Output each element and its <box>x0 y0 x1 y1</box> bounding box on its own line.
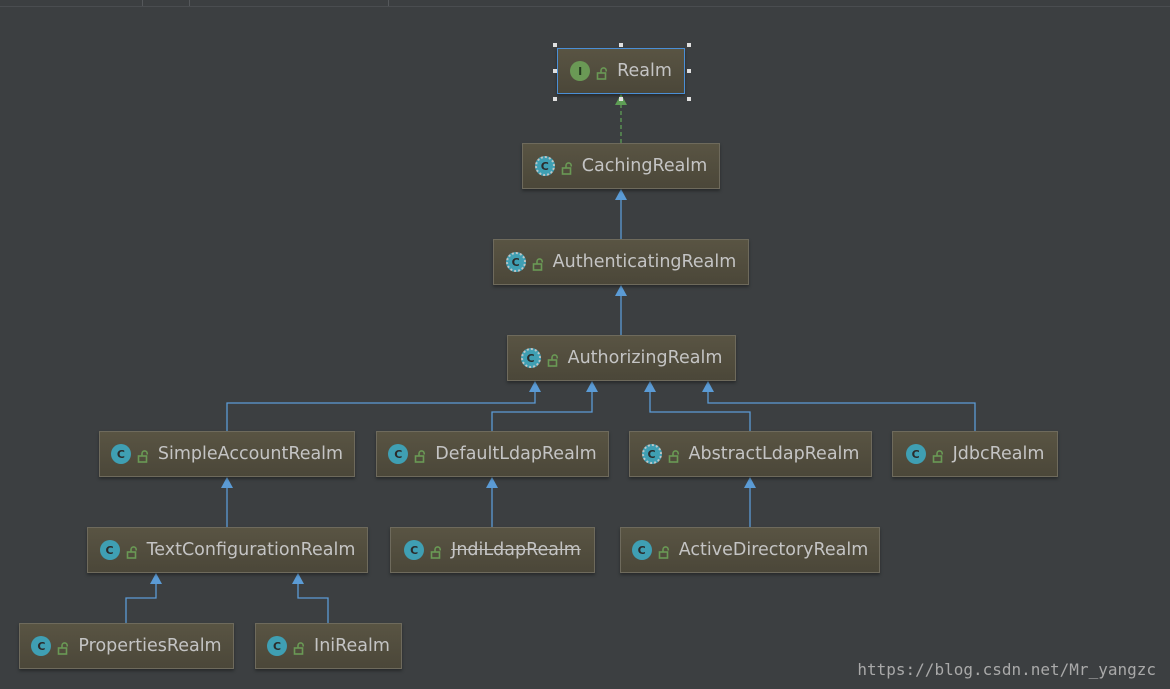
class-c-icon: C <box>631 540 652 560</box>
public-lock-icon <box>532 256 545 271</box>
class-node-jndildap[interactable]: C JndiLdapRealm <box>390 527 595 573</box>
class-name-label: IniRealm <box>314 636 390 656</box>
inheritance-arrowhead <box>744 477 756 488</box>
class-name-label: CachingRealm <box>581 156 708 176</box>
inheritance-arrowhead <box>615 189 627 200</box>
class-node-jdbc[interactable]: C JdbcRealm <box>892 431 1058 477</box>
class-node-properties[interactable]: C PropertiesRealm <box>19 623 234 669</box>
inheritance-arrowhead <box>615 285 627 296</box>
public-lock-icon <box>293 640 306 655</box>
selection-handle[interactable] <box>687 43 691 47</box>
class-name-label: JdbcRealm <box>952 444 1045 464</box>
class-c-icon: C <box>99 540 120 560</box>
edge-line <box>297 583 329 623</box>
class-name-label: SimpleAccountRealm <box>157 444 344 464</box>
selection-handle[interactable] <box>553 69 557 73</box>
edge-authorizing-to-authenticating <box>615 285 627 335</box>
edge-simpleaccount-to-authorizing <box>226 381 541 431</box>
inheritance-arrowhead <box>221 477 233 488</box>
class-node-realm[interactable]: I Realm <box>557 48 685 94</box>
edge-caching-to-realm <box>615 94 627 143</box>
abstract-class-c-icon: C <box>505 252 526 272</box>
inheritance-arrowhead <box>586 381 598 392</box>
class-name-label: DefaultLdapRealm <box>435 444 597 464</box>
class-node-caching[interactable]: C CachingRealm <box>522 143 720 189</box>
watermark: https://blog.csdn.net/Mr_yangzc <box>857 660 1156 679</box>
public-lock-icon <box>57 640 70 655</box>
selection-handle[interactable] <box>619 43 623 47</box>
abstract-class-c-icon: C <box>641 444 662 464</box>
class-name-label: TextConfigurationRealm <box>146 540 356 560</box>
public-lock-icon <box>668 448 681 463</box>
selection-handle[interactable] <box>553 43 557 47</box>
selection-handle[interactable] <box>553 97 557 101</box>
class-node-authorizing[interactable]: C AuthorizingRealm <box>507 335 736 381</box>
abstract-class-c-icon: C <box>520 348 541 368</box>
edge-line <box>707 391 976 431</box>
public-lock-icon <box>932 448 945 463</box>
edge-line <box>491 391 593 431</box>
class-name-label: JndiLdapRealm <box>451 540 581 560</box>
inheritance-arrowhead <box>150 573 162 584</box>
public-lock-icon <box>547 352 560 367</box>
class-name-label: AuthorizingRealm <box>567 348 723 368</box>
class-node-textconfig[interactable]: C TextConfigurationRealm <box>87 527 368 573</box>
editor-tab-strip <box>0 0 1170 7</box>
class-name-label: PropertiesRealm <box>78 636 222 656</box>
class-node-abstractldap[interactable]: C AbstractLdapRealm <box>629 431 872 477</box>
class-c-icon: C <box>388 444 409 464</box>
interface-i-icon: I <box>570 61 591 81</box>
inheritance-arrowhead <box>644 381 656 392</box>
class-node-simpleaccount[interactable]: C SimpleAccountRealm <box>99 431 355 477</box>
edge-line <box>649 391 751 431</box>
public-lock-icon <box>430 544 443 559</box>
public-lock-icon <box>561 160 574 175</box>
public-lock-icon <box>137 448 150 463</box>
inheritance-arrowhead <box>292 573 304 584</box>
class-name-label: ActiveDirectoryRealm <box>678 540 869 560</box>
edge-authenticating-to-caching <box>615 189 627 239</box>
class-node-ini[interactable]: C IniRealm <box>255 623 402 669</box>
public-lock-icon <box>414 448 427 463</box>
tab-divider <box>189 0 190 6</box>
class-c-icon: C <box>31 636 52 656</box>
class-c-icon: C <box>110 444 131 464</box>
edge-properties-to-textconfig <box>125 573 162 623</box>
inheritance-arrowhead <box>702 381 714 392</box>
class-node-defaultldap[interactable]: C DefaultLdapRealm <box>376 431 609 477</box>
tab-divider <box>388 0 389 6</box>
selection-handle[interactable] <box>687 97 691 101</box>
edge-line <box>125 583 157 623</box>
edge-abstractldap-to-authorizing <box>644 381 751 431</box>
abstract-class-c-icon: C <box>534 156 555 176</box>
class-c-icon: C <box>404 540 425 560</box>
public-lock-icon <box>126 544 139 559</box>
class-c-icon: C <box>267 636 288 656</box>
edge-textconfig-to-simpleaccount <box>221 477 233 527</box>
edge-line <box>226 391 536 431</box>
class-node-activedirectory[interactable]: C ActiveDirectoryRealm <box>620 527 880 573</box>
edge-jndildap-to-defaultldap <box>486 477 498 527</box>
selection-handle[interactable] <box>687 69 691 73</box>
class-name-label: AuthenticatingRealm <box>552 252 737 272</box>
class-name-label: AbstractLdapRealm <box>688 444 860 464</box>
inheritance-arrowhead <box>486 477 498 488</box>
inheritance-arrowhead <box>529 381 541 392</box>
class-c-icon: C <box>905 444 926 464</box>
edge-activedirectory-to-abstractldap <box>744 477 756 527</box>
selection-handle[interactable] <box>619 97 623 101</box>
edge-defaultldap-to-authorizing <box>491 381 598 431</box>
public-lock-icon <box>658 544 671 559</box>
class-node-authenticating[interactable]: C AuthenticatingRealm <box>493 239 749 285</box>
tab-divider <box>142 0 143 6</box>
public-lock-icon <box>596 65 609 80</box>
edge-jdbc-to-authorizing <box>702 381 976 431</box>
class-name-label: Realm <box>617 61 672 81</box>
edge-ini-to-textconfig <box>292 573 329 623</box>
